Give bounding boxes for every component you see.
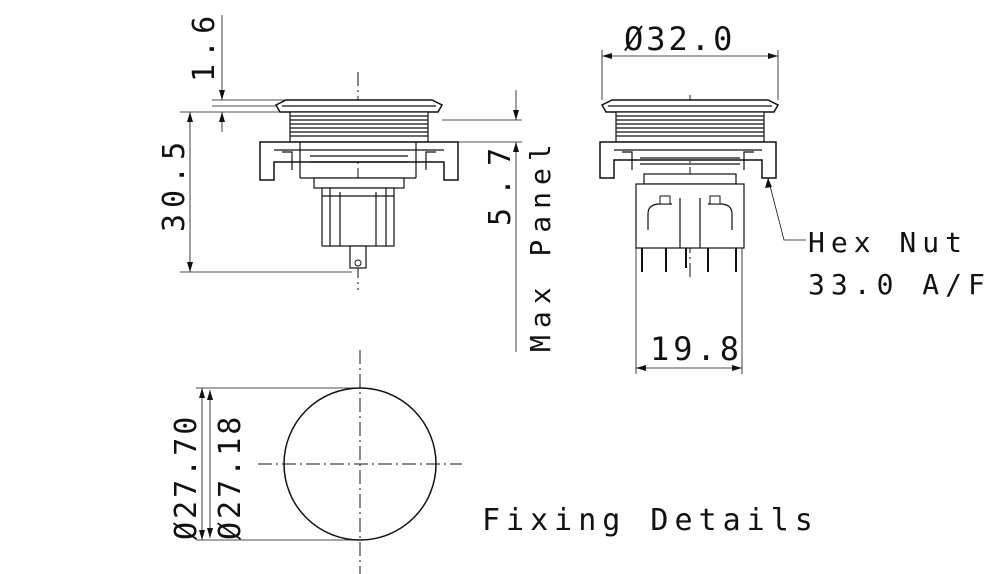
side-view-left: 1.6 30.5 5.7 Max Panel	[157, 10, 557, 352]
dim-body-width: 19.8	[635, 248, 743, 374]
dim-hole-min-text: Ø27.18	[213, 414, 248, 540]
side-view-right: Ø32.0 19.8 Hex Nut 33.0 A/F	[599, 20, 991, 374]
dim-flange-thickness-text: 1.6	[187, 10, 222, 82]
dim-max-panel-label: Max Panel	[524, 137, 557, 352]
fixing-details: Ø27.70 Ø27.18 Fixing Details	[169, 350, 819, 574]
dim-bezel-diameter-text: Ø32.0	[624, 20, 735, 58]
dim-flange-thickness: 1.6	[187, 10, 286, 132]
hex-nut-callout: Hex Nut 33.0 A/F	[765, 177, 991, 301]
hex-nut-label-2: 33.0 A/F	[808, 268, 991, 301]
thread-lines	[290, 115, 428, 137]
terminal-pins	[641, 248, 737, 272]
dim-body-width-text: 19.8	[650, 330, 743, 368]
dim-overall-height: 30.5	[157, 111, 352, 273]
dim-overall-height-text: 30.5	[157, 136, 192, 232]
dim-hole-max-text: Ø27.70	[169, 414, 204, 540]
hex-nut-label-1: Hex Nut	[808, 226, 968, 259]
fixing-details-label: Fixing Details	[482, 503, 819, 538]
dim-max-panel: 5.7 Max Panel	[442, 90, 557, 352]
dim-bezel-diameter: Ø32.0	[601, 20, 779, 100]
dim-max-panel-value: 5.7	[483, 136, 518, 226]
thread-lines-right	[616, 115, 764, 137]
